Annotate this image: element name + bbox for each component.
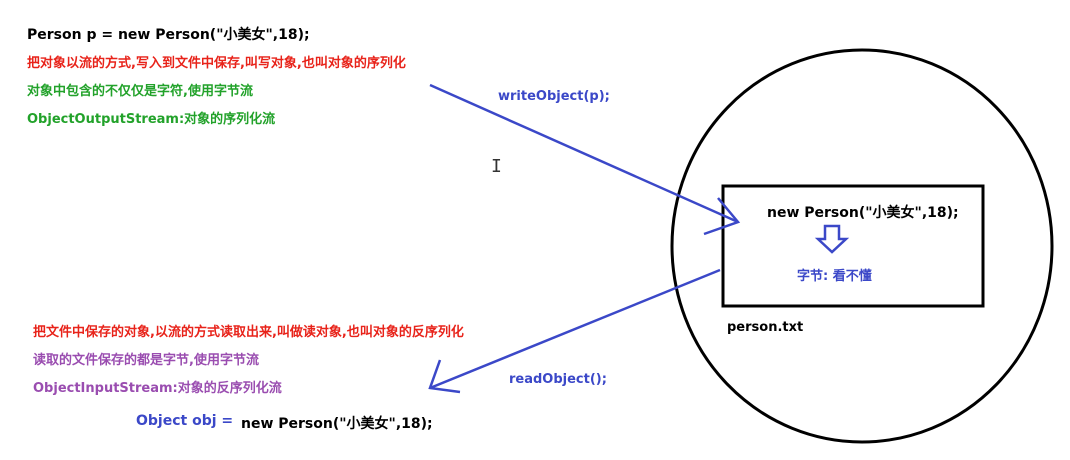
- read-arrow: [428, 268, 721, 394]
- text-cursor-icon: I: [491, 156, 502, 177]
- storage-circle: [670, 48, 1054, 444]
- byte-stream-note: 对象中包含的不仅仅是字符,使用字节流: [27, 84, 253, 99]
- serialization-description: 把对象以流的方式,写入到文件中保存,叫写对象,也叫对象的序列化: [27, 56, 406, 71]
- write-object-label: writeObject(p);: [498, 89, 610, 104]
- input-stream-label: ObjectInputStream:对象的反序列化流: [33, 381, 282, 396]
- bytes-unreadable-label: 字节: 看不懂: [797, 269, 872, 284]
- write-code-line: Person p = new Person("小美女",18);: [27, 27, 310, 43]
- down-arrow-icon: [814, 224, 850, 254]
- file-box: [721, 184, 985, 308]
- read-byte-stream-note: 读取的文件保存的都是字节,使用字节流: [33, 353, 259, 368]
- write-arrow: [429, 83, 741, 236]
- read-object-label: readObject();: [509, 372, 607, 387]
- deserialization-description: 把文件中保存的对象,以流的方式读取出来,叫做读对象,也叫对象的反序列化: [33, 325, 464, 340]
- file-name-label: person.txt: [727, 320, 804, 335]
- output-stream-label: ObjectOutputStream:对象的序列化流: [27, 112, 276, 127]
- file-box-code: new Person("小美女",18);: [767, 205, 959, 221]
- read-code-declaration: Object obj =: [136, 413, 234, 429]
- read-code-new: new Person("小美女",18);: [241, 416, 433, 432]
